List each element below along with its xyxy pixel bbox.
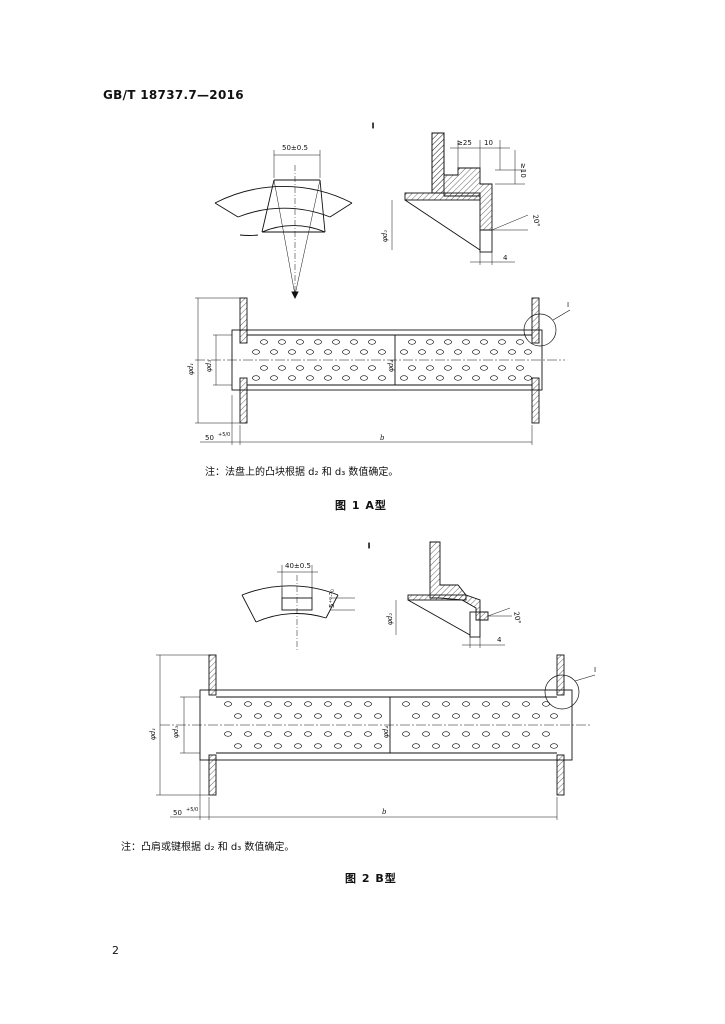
figure2-slot-depth: 5⁺⁰·⁵₀ [328, 589, 336, 608]
figure2-length: b [382, 808, 387, 816]
figure2-drum-detail-mark: I [594, 666, 596, 674]
figure2-angle: 20° [512, 611, 522, 625]
figure2-detail-mark: I [368, 542, 370, 550]
figure2-dim-4: 4 [497, 636, 502, 644]
figure2-perforations [224, 701, 558, 749]
figure1-dim-ge25: ≥25 [457, 139, 472, 147]
figure1-note: 注：法盘上的凸块根据 d₂ 和 d₃ 数值确定。 [205, 467, 399, 478]
figure1-caption: 图 1 A型 [335, 499, 387, 512]
figure1-edge-tol: +5/0 [218, 432, 230, 438]
figure1-drum-view: I φd₁ φd₃ φd₄ 50 +5/0 b [187, 297, 571, 445]
figure1-lug-width: 50±0.5 [282, 144, 308, 152]
figure2-phi-d1: φd₁ [149, 728, 157, 740]
figure1-dim-ge10: ≥10 [519, 163, 527, 178]
figure2-edge-tol: +5/0 [186, 807, 198, 813]
figure2-note: 注：凸肩或键根据 d₂ 和 d₃ 数值确定。 [121, 842, 295, 853]
figure2-drum-view: I φd₁ φd₃ φd₄ 50 +5/0 b [149, 654, 596, 820]
figure1-dim-10: 10 [484, 139, 493, 147]
figure2-caption: 图 2 B型 [345, 872, 397, 885]
figure1-detail-section: ≥25 10 ≥10 20° 4 φd₂ [381, 132, 541, 265]
figure1-phi-d3: φd₃ [205, 360, 213, 372]
figure1-angle: 20° [531, 214, 541, 228]
figure1-phi-d1: φd₁ [187, 363, 195, 375]
figure1-length: b [380, 434, 385, 442]
figure1-drum-detail-mark: I [567, 301, 569, 309]
figure2-slot-view: I 40±0.5 5⁺⁰·⁵₀ [241, 542, 371, 650]
figure1-phi-d4: φd₄ [387, 360, 395, 372]
figure1-phi-d2-detail: φd₂ [381, 230, 389, 242]
figure1-dim-4: 4 [503, 254, 508, 262]
figure1-perforations [252, 339, 532, 381]
figure2-phi-d2-detail: φd₂ [386, 613, 394, 625]
figure2-phi-d4: φd₄ [382, 726, 390, 738]
figure1-edge-dim: 50 [205, 434, 214, 442]
figure1-detail-mark: I [372, 122, 374, 130]
page-number: 2 [112, 944, 119, 957]
figure2-phi-d3: φd₃ [172, 726, 180, 738]
page-header-standard: GB/T 18737.7—2016 [103, 88, 244, 102]
figure2-edge-dim: 50 [173, 809, 182, 817]
figure2-slot-width: 40±0.5 [285, 562, 311, 570]
figure1-lug-view: I 50±0.5 [214, 122, 375, 300]
figure2-detail-section: 20° 4 φd₂ [386, 541, 522, 648]
